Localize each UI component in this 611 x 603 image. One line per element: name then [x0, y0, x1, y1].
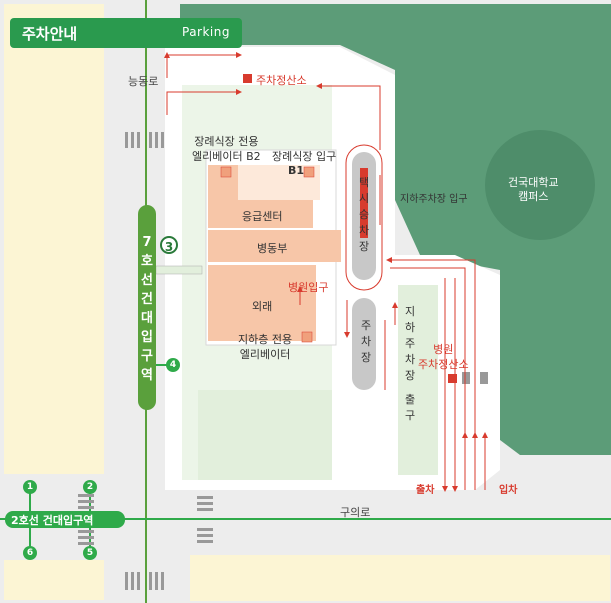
block-south [190, 555, 610, 601]
road-label-north: 능동로 [128, 75, 159, 88]
parking-island [352, 298, 376, 390]
line2-exit-1-icon: 1 [23, 480, 37, 494]
outpatient-label: 외래 [252, 300, 273, 313]
b1-label: B1 [288, 164, 305, 177]
campus-label: 건국대학교 캠퍼스 [508, 176, 559, 203]
block-northwest [4, 4, 104, 474]
block-southwest [4, 560, 104, 600]
parking-lot-label: 주차장 [360, 319, 372, 364]
elevator-icon-b2 [220, 166, 232, 178]
line2-station-label: 2호선 건대입구역 [11, 514, 94, 527]
parking-lot-block [398, 285, 438, 475]
parking-office-label-top: 주차정산소 [256, 74, 307, 87]
hospital-office-label: 병원 주차정산소 [418, 343, 469, 371]
line7-station-label: 7호선 건대입구역 [141, 235, 153, 383]
traffic-flow [166, 54, 486, 490]
emergency-block [208, 200, 313, 228]
campus-area [180, 4, 611, 455]
exit-word-label: 출구 [404, 393, 416, 422]
line2-exit-2-icon: 2 [83, 480, 97, 494]
underground-entrance-label: 지하주차장 입구 [400, 194, 468, 205]
road-label-south: 구의로 [340, 506, 371, 519]
line7-exit-3-icon: 3 [160, 236, 178, 254]
underground-exit-label: 지하주차장 [404, 305, 416, 382]
taxi-stand-label: 택시승차장 [358, 176, 370, 253]
line7-station-pill: 7호선 건대입구역 [138, 205, 156, 410]
campus-circle [485, 130, 595, 240]
funeral-entrance-label: 장례식장 입구 [272, 150, 337, 163]
ward-block [208, 230, 341, 262]
ward-label: 병동부 [257, 242, 288, 255]
flow-arrows [164, 52, 488, 492]
title-bar: 주차안내 Parking [10, 18, 242, 48]
outpatient-block [208, 265, 316, 341]
elevator-icon-b1 [303, 166, 315, 178]
crosswalks [78, 132, 488, 590]
in-label: 입차 [499, 485, 518, 496]
parking-office-marker-hospital [448, 374, 457, 383]
parking-office-marker-top [243, 74, 252, 83]
line2-exit-6-icon: 6 [23, 546, 37, 560]
line2-station-bar: 2호선 건대입구역 [5, 511, 125, 528]
funeral-elevator-label: 장례식장 전용 엘리베이터 B2 [192, 135, 261, 163]
emergency-label: 응급센터 [242, 210, 283, 223]
hospital-entrance-label: 병원입구 [288, 281, 329, 294]
out-label: 출차 [416, 485, 435, 496]
line7-exit-4-icon: 4 [166, 358, 180, 372]
line2-exit-5-icon: 5 [83, 546, 97, 560]
page-subtitle: Parking [182, 25, 230, 39]
basement-elevator-label: 지하층 전용 엘리베이터 [238, 333, 293, 361]
hospital-south-block [198, 390, 332, 480]
page-title: 주차안내 [22, 25, 78, 43]
elevator-icon-basement [301, 331, 313, 343]
